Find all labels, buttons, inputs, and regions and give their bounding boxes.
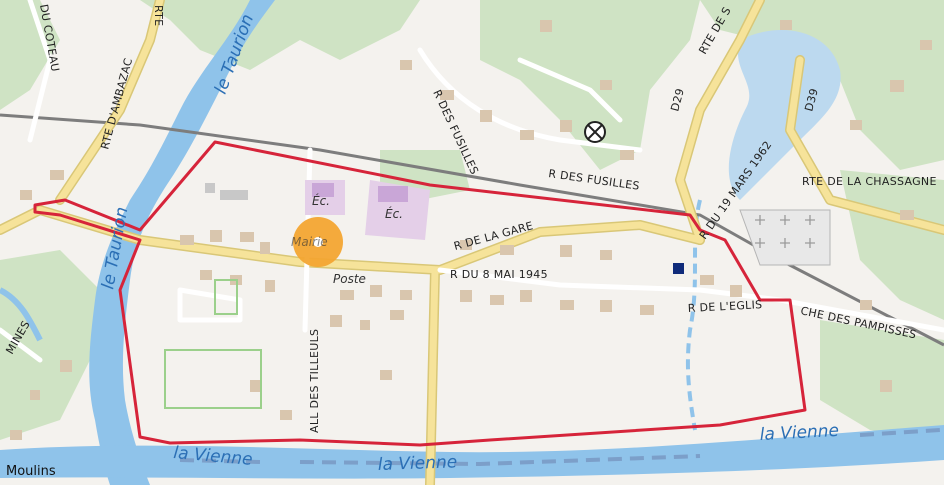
taurion-river [89,0,275,485]
bus-stop-icon[interactable] [673,263,684,274]
vienne-channel-3 [859,428,941,437]
vienne-channel-2 [299,454,701,467]
river-label-vienne-2: la Vienne [377,452,457,475]
school-building-1 [312,183,334,197]
sports-field [164,349,262,409]
town-hall-marker[interactable] [293,217,343,267]
poi-label-mairie: Mairie [291,235,328,249]
crossed-circle-icon[interactable] [584,121,606,143]
pond [728,30,841,200]
street-label-8-mai: R DU 8 MAI 1945 [450,268,548,281]
vienne-channel [179,458,261,464]
street-label-d39: D39 [802,87,821,113]
commune-boundary [33,140,807,447]
small-field [214,279,238,315]
buildings [10,20,932,440]
place-label-moulins: Moulins [6,464,56,479]
school-building-2 [378,186,408,202]
poi-label-school-1: Éc. [312,193,330,208]
stream-left [0,287,43,342]
street-label-eglise: R DE L'EGLIS [687,298,762,315]
street-label-rte-top: RTE [152,5,165,26]
cemetery [739,209,831,266]
street-label-chassagne: RTE DE LA CHASSAGNE [802,175,937,188]
street-label-d29: D29 [668,87,687,113]
street-label-tilleuls: ALL DES TILLEULS [308,329,321,433]
poi-label-school-2: Éc. [385,206,403,221]
river-label-vienne-3: la Vienne [759,421,839,445]
vienne-river [0,425,944,479]
poi-label-poste: Poste [333,272,366,286]
